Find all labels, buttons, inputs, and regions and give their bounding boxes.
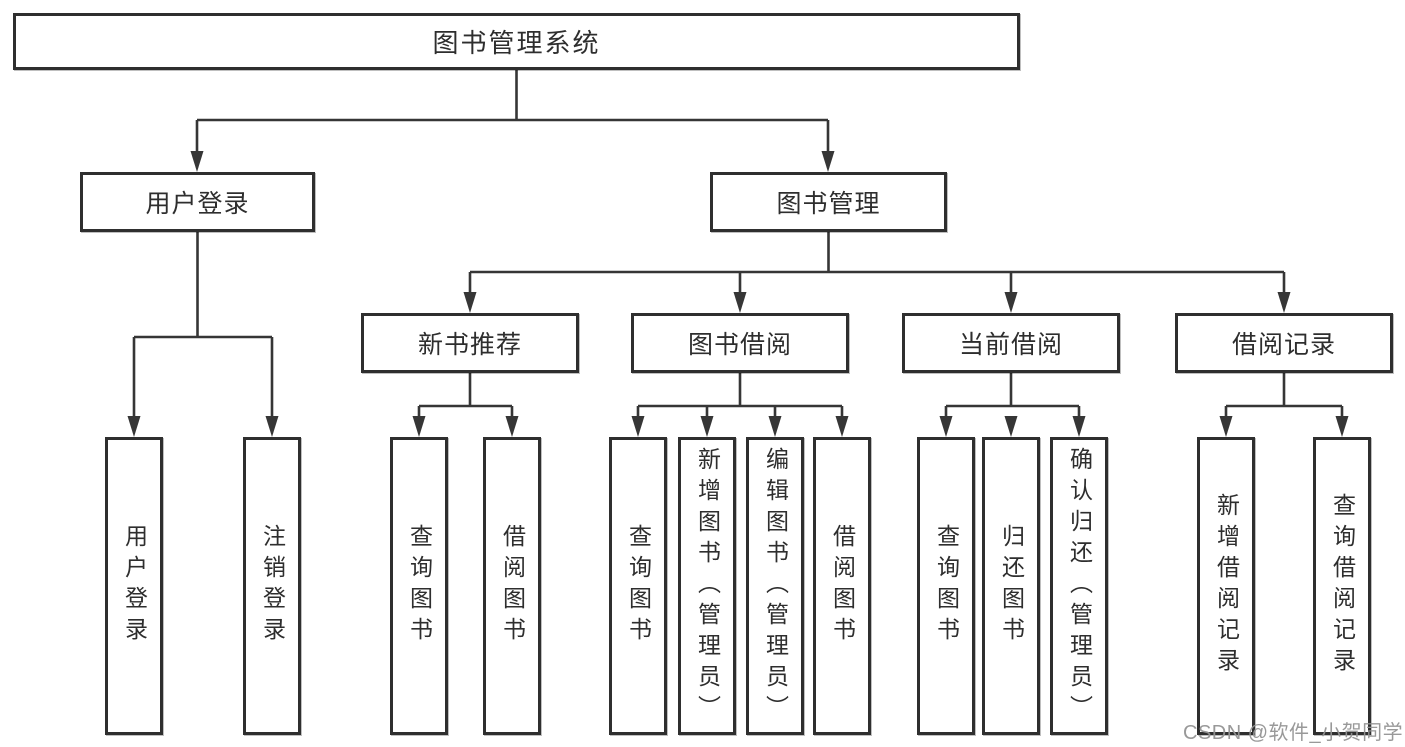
node-leaf-borrow-add-admin-label: 新增图书（管理员） — [694, 446, 721, 726]
arrow-heads — [127, 151, 1349, 437]
node-leaf-current-return: 归还图书 — [982, 437, 1040, 735]
node-user-login-group-label: 用户登录 — [145, 190, 250, 218]
node-leaf-current-query-label: 查询图书 — [933, 524, 960, 648]
node-leaf-record-add-label: 新增借阅记录 — [1213, 493, 1240, 679]
node-leaf-record-add: 新增借阅记录 — [1197, 437, 1255, 735]
node-leaf-borrow-query: 查询图书 — [609, 437, 667, 735]
node-leaf-newbook-query-label: 查询图书 — [406, 524, 433, 648]
node-leaf-borrow-edit-admin-label: 编辑图书（管理员） — [762, 446, 789, 726]
node-leaf-user-login: 用户登录 — [105, 437, 163, 735]
node-leaf-current-confirm-admin-label: 确认归还（管理员） — [1066, 446, 1093, 726]
node-borrow-records-label: 借阅记录 — [1231, 331, 1336, 359]
node-root-system-label: 图书管理系统 — [432, 28, 601, 58]
node-leaf-newbook-query: 查询图书 — [390, 437, 448, 735]
node-leaf-borrow-add-admin: 新增图书（管理员） — [678, 437, 736, 735]
node-leaf-logout: 注销登录 — [243, 437, 301, 735]
node-leaf-current-confirm-admin: 确认归还（管理员） — [1050, 437, 1108, 735]
node-leaf-record-query: 查询借阅记录 — [1313, 437, 1371, 735]
node-book-borrow-label: 图书借阅 — [687, 331, 792, 359]
node-leaf-newbook-borrow-label: 借阅图书 — [499, 524, 526, 648]
node-borrow-records: 借阅记录 — [1175, 313, 1393, 373]
node-book-borrow: 图书借阅 — [631, 313, 849, 373]
node-leaf-borrow-query-label: 查询图书 — [625, 524, 652, 648]
node-leaf-borrow-borrow-label: 借阅图书 — [829, 524, 856, 648]
edge-paths — [132, 70, 1344, 418]
node-leaf-borrow-borrow: 借阅图书 — [813, 437, 871, 735]
node-leaf-logout-label: 注销登录 — [259, 524, 286, 648]
node-book-management-group: 图书管理 — [710, 172, 947, 232]
node-leaf-newbook-borrow: 借阅图书 — [483, 437, 541, 735]
node-root-system: 图书管理系统 — [13, 13, 1020, 70]
node-leaf-record-query-label: 查询借阅记录 — [1329, 493, 1356, 679]
node-leaf-borrow-edit-admin: 编辑图书（管理员） — [746, 437, 804, 735]
csdn-watermark: CSDN @软件_小贺同学 — [1183, 722, 1404, 744]
node-leaf-user-login-label: 用户登录 — [121, 524, 148, 648]
node-leaf-current-query: 查询图书 — [917, 437, 975, 735]
node-leaf-current-return-label: 归还图书 — [998, 524, 1025, 648]
node-current-borrow: 当前借阅 — [902, 313, 1120, 373]
node-user-login-group: 用户登录 — [80, 172, 315, 232]
node-new-book-recommend-label: 新书推荐 — [417, 331, 522, 359]
node-current-borrow-label: 当前借阅 — [958, 331, 1063, 359]
node-book-management-group-label: 图书管理 — [776, 190, 881, 218]
node-new-book-recommend: 新书推荐 — [361, 313, 579, 373]
